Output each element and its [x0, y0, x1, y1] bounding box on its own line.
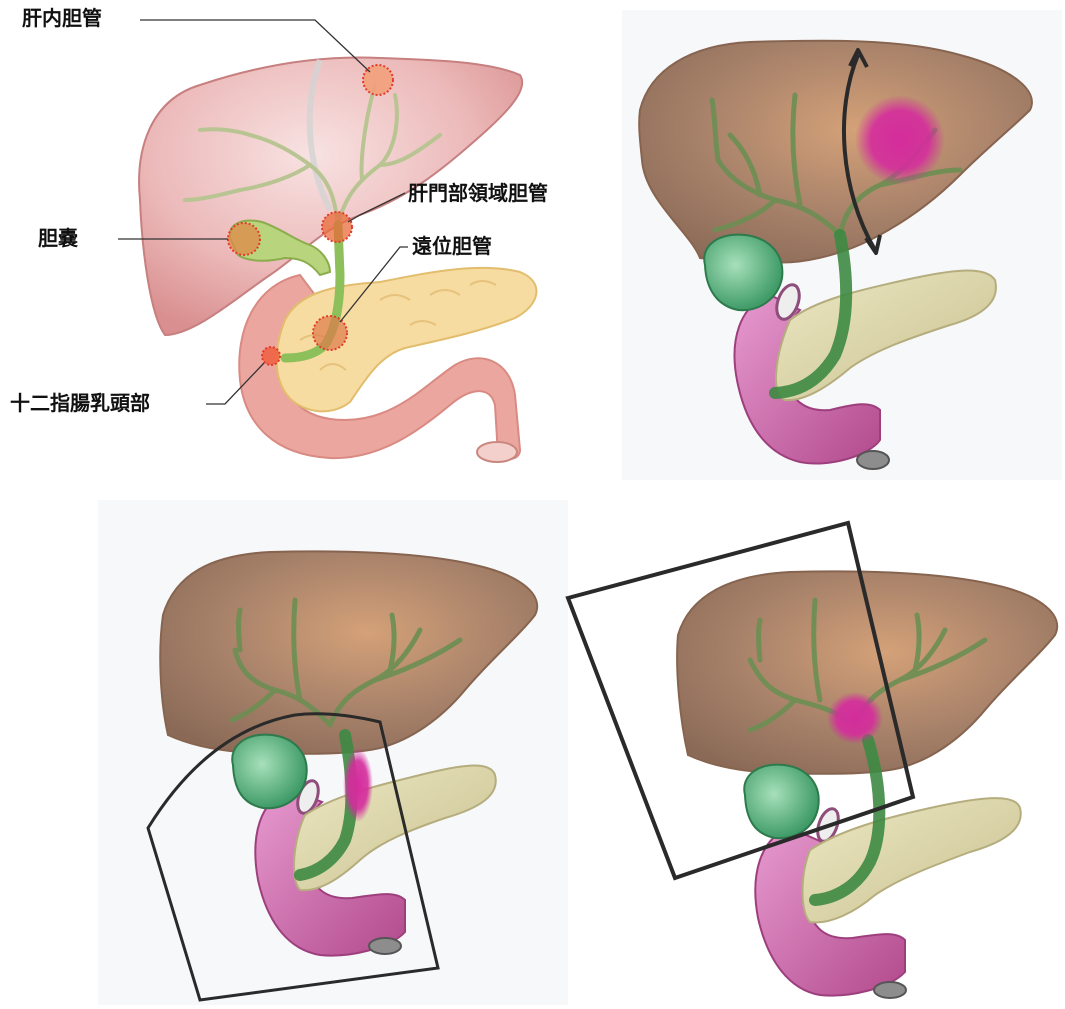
marker-hilar: [322, 212, 352, 242]
tumor: [343, 748, 373, 822]
tumor: [855, 95, 945, 185]
label-hilar: 肝門部領域胆管: [408, 183, 548, 203]
panel-3-anatomy: [148, 551, 537, 1000]
marker-distal: [313, 316, 347, 350]
panel-2-anatomy: [639, 41, 1032, 469]
tumor: [827, 692, 883, 744]
gallbladder: [704, 235, 782, 311]
label-intrahepatic: 肝内胆管: [22, 8, 102, 28]
gallbladder: [232, 735, 306, 809]
marker-papilla: [262, 347, 280, 365]
label-gallbladder: 胆嚢: [38, 228, 78, 248]
marker-gallbladder: [228, 223, 260, 255]
panel-4-anatomy: [568, 523, 1057, 998]
gallbladder: [744, 765, 818, 839]
label-papilla: 十二指腸乳頭部: [10, 393, 150, 413]
label-distal: 遠位胆管: [412, 236, 492, 256]
liver: [160, 551, 537, 754]
